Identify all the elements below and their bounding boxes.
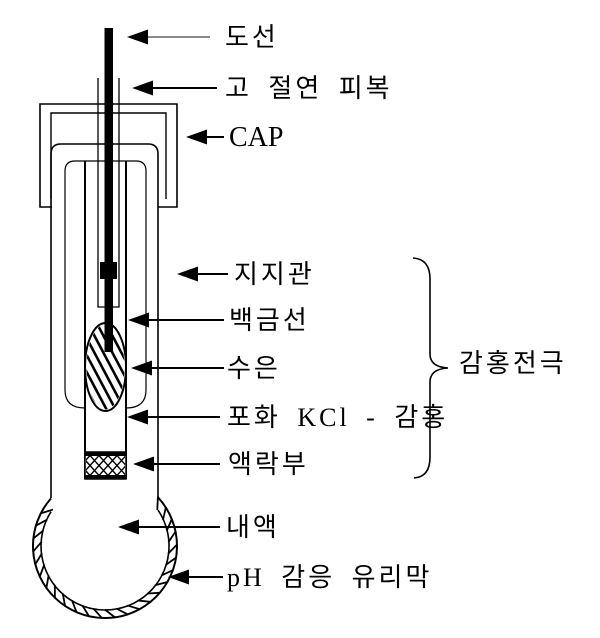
hatch-line xyxy=(81,604,91,618)
lead-wire-label: 도선 xyxy=(225,23,279,52)
hatch-line xyxy=(45,575,50,589)
liquid-junction-label: 액락부 xyxy=(228,450,309,479)
label-kcl-calomel: 포화 KCl - 감홍 xyxy=(127,403,448,432)
lead-wire-arrowhead xyxy=(127,29,148,45)
hatch-line xyxy=(162,506,167,521)
wire-bar xyxy=(104,28,113,352)
hatch-line xyxy=(127,604,141,611)
support-tube-arrowhead xyxy=(177,266,198,282)
hatch-line xyxy=(115,607,129,616)
label-mercury: 수은 xyxy=(131,354,281,383)
support-tube-label: 지지관 xyxy=(234,260,315,289)
ph-membrane-label: pH 감응 유리막 xyxy=(227,563,432,592)
calomel-tube xyxy=(84,161,127,479)
hatch-line xyxy=(61,593,67,607)
inner-solution-arrowhead xyxy=(118,519,139,535)
cap-label: CAP xyxy=(229,122,283,153)
label-ph-membrane: pH 감응 유리막 xyxy=(168,563,432,592)
hatch-line xyxy=(156,496,159,510)
hatch-line xyxy=(38,564,46,578)
label-insulation: 고 절연 피복 xyxy=(132,74,393,103)
ph-membrane-arrowhead xyxy=(168,569,189,585)
kcl-label: 포화 KCl - 감홍 xyxy=(227,403,448,432)
liquid-junction-plug xyxy=(58,450,127,481)
cap-arrowhead xyxy=(186,129,207,145)
hatch-line xyxy=(92,324,125,410)
platinum-wire-label: 백금선 xyxy=(229,306,310,335)
curly-brace xyxy=(412,257,449,479)
hatch-line xyxy=(86,324,125,410)
hatch-line xyxy=(86,324,121,410)
calomel-electrode-group: 감홍전극 xyxy=(412,257,567,479)
hatch-line xyxy=(165,556,178,566)
label-cap: CAP xyxy=(186,122,283,153)
hatch-line xyxy=(86,324,112,410)
label-support-tube: 지지관 xyxy=(177,260,315,289)
hatch-line xyxy=(34,552,43,566)
hatch-line xyxy=(146,591,161,595)
hatch-line xyxy=(167,530,177,543)
label-lead-wire: 도선 xyxy=(127,23,279,52)
liquid-junction-arrowhead xyxy=(133,456,154,472)
bulb-outer-membrane xyxy=(32,496,178,619)
hatch-line xyxy=(71,599,78,614)
hatch-line xyxy=(92,607,104,620)
label-inner-solution: 내액 xyxy=(118,513,280,542)
mercury-label: 수은 xyxy=(227,354,281,383)
hatch-line xyxy=(104,608,117,619)
hatch-line xyxy=(165,518,173,532)
label-platinum-wire: 백금선 xyxy=(128,306,310,335)
hatch-line xyxy=(34,518,48,527)
wire-connector-blob xyxy=(100,262,117,279)
hatch-line xyxy=(160,569,174,577)
kcl-arrowhead xyxy=(127,409,148,425)
hatch-line xyxy=(167,543,179,555)
lead-wire-shape xyxy=(100,28,117,352)
hatch-line xyxy=(32,541,43,553)
insulation-label: 고 절연 피복 xyxy=(225,74,393,103)
glass-bulb xyxy=(32,496,179,620)
plug-bottom-band xyxy=(85,475,126,479)
hatch-line xyxy=(58,450,86,481)
inner-solution-label: 내액 xyxy=(226,513,280,542)
mercury-arrowhead xyxy=(131,360,152,376)
insulation-arrowhead xyxy=(132,80,153,96)
label-liquid-junction: 액락부 xyxy=(133,450,309,479)
calomel-electrode-label: 감홍전극 xyxy=(459,349,567,378)
hatch-line xyxy=(39,508,54,515)
platinum-wire-arrowhead xyxy=(128,312,149,328)
bulb-rim-hatching xyxy=(32,496,179,620)
hatch-line xyxy=(32,529,44,540)
hatch-line xyxy=(58,450,86,481)
hatch-line xyxy=(154,581,169,587)
hatch-line xyxy=(137,599,152,603)
bulb-inner-membrane xyxy=(40,509,170,611)
plug-top-band xyxy=(85,452,126,456)
